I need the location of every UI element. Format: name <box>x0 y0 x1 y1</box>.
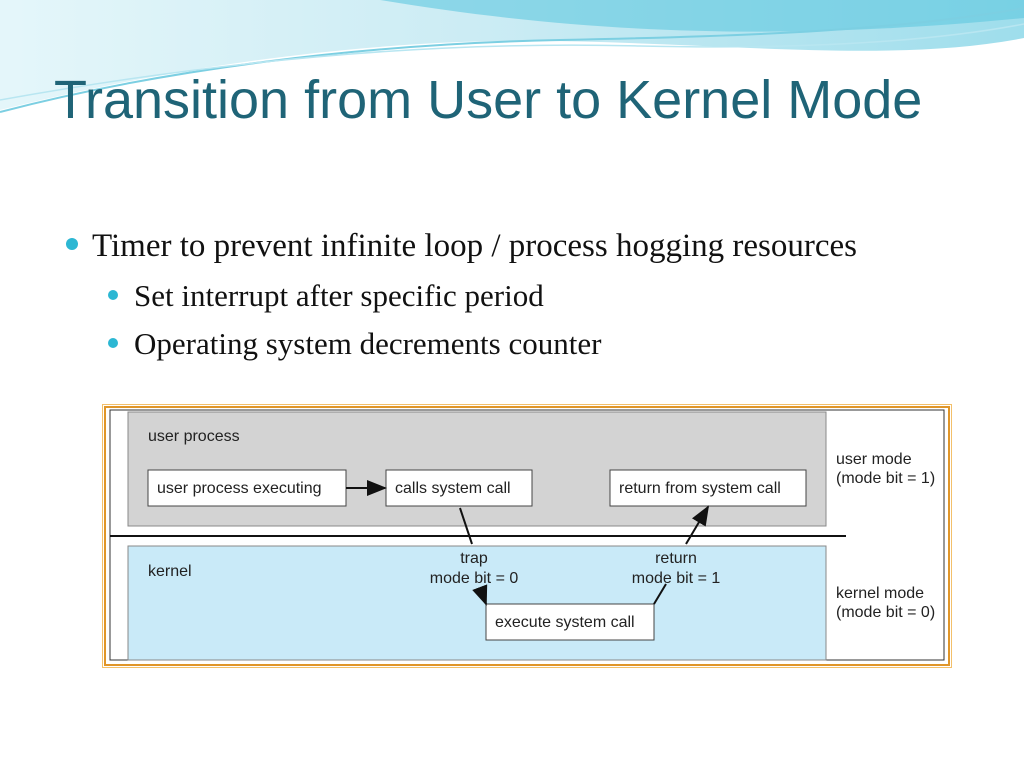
diagram-canvas: user process kernel user process executi… <box>109 409 945 661</box>
user-process-label: user process <box>148 428 240 445</box>
user-mode-bit-label: (mode bit = 1) <box>836 470 935 487</box>
return-label: return <box>655 550 697 567</box>
bullet-text: Timer to prevent infinite loop / process… <box>92 228 857 264</box>
arrow-trap-lower <box>472 584 488 606</box>
kernel-mode-label: kernel mode <box>836 585 924 602</box>
arrow-trap-upper <box>459 507 473 545</box>
header-wave-decoration <box>0 0 1024 113</box>
bullet-list: Timer to prevent infinite loop / process… <box>64 224 964 366</box>
sub-bullet-dot-icon <box>108 338 118 348</box>
sub-bullet-text: Operating system decrements counter <box>134 326 602 361</box>
sub-bullet-item: Set interrupt after specific period <box>106 274 964 318</box>
sub-bullet-item: Operating system decrements counter <box>106 322 964 366</box>
user-process-region <box>127 411 827 527</box>
sub-bullet-text: Set interrupt after specific period <box>134 278 544 313</box>
user-process-executing-text: user process executing <box>157 480 322 497</box>
arrow-return-upper <box>685 505 710 545</box>
execute-system-call-text: execute system call <box>495 614 635 631</box>
calls-system-call-text: calls system call <box>395 480 511 497</box>
kernel-label: kernel <box>148 563 192 580</box>
user-process-executing-box <box>147 469 347 507</box>
return-from-system-call-text: return from system call <box>619 480 781 497</box>
mode-transition-diagram: user process kernel user process executi… <box>102 404 952 668</box>
trap-mode-bit-label: mode bit = 0 <box>430 570 519 587</box>
return-from-system-call-box <box>609 469 807 507</box>
bullet-dot-icon <box>66 238 78 250</box>
bullet-item: Timer to prevent infinite loop / process… <box>64 224 964 268</box>
slide-title: Transition from User to Kernel Mode <box>54 70 923 130</box>
trap-label: trap <box>460 550 488 567</box>
kernel-mode-bit-label: (mode bit = 0) <box>836 604 935 621</box>
sub-bullet-dot-icon <box>108 290 118 300</box>
arrow-return-lower <box>653 583 667 605</box>
calls-system-call-box <box>385 469 533 507</box>
execute-system-call-box <box>485 603 655 641</box>
user-mode-label: user mode <box>836 451 912 468</box>
return-mode-bit-label: mode bit = 1 <box>632 570 721 587</box>
